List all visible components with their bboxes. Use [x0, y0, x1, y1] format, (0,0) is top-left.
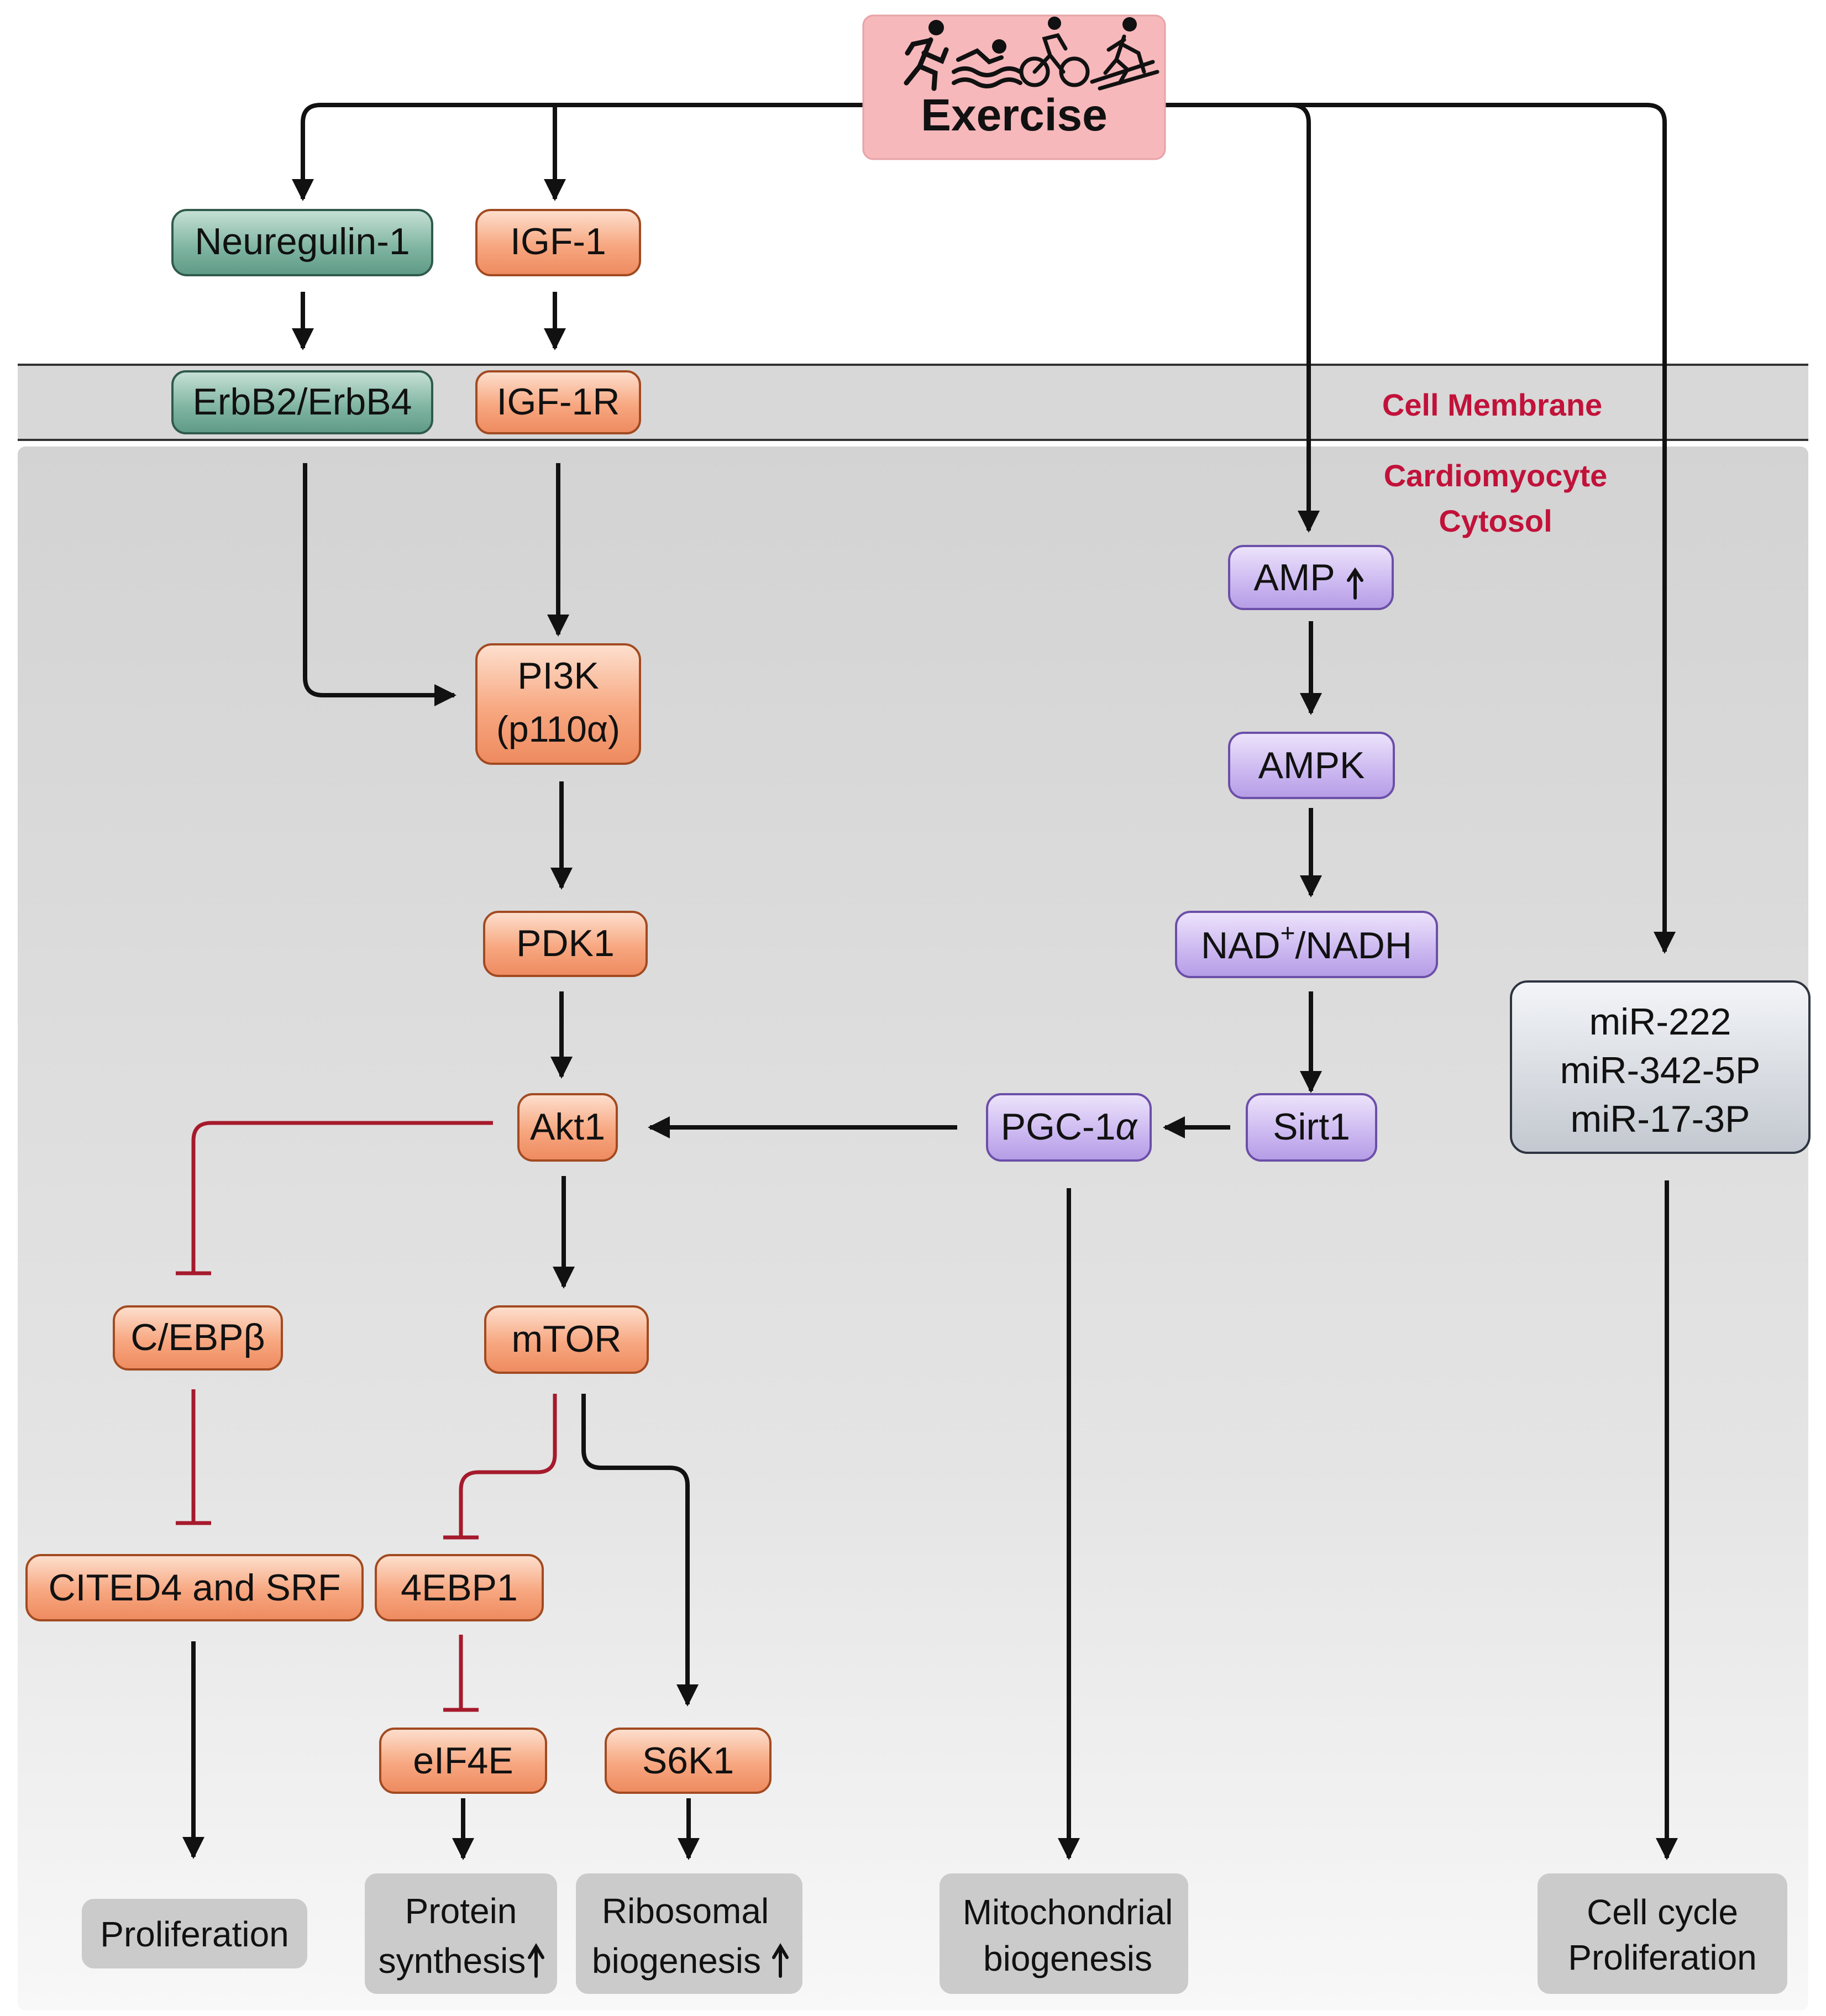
neuregulin-1-label: Neuregulin-1 — [195, 221, 410, 262]
node-igf-1r: IGF-1R — [475, 370, 641, 434]
up-arrow-icon — [1347, 567, 1363, 600]
node-mtor: mTOR — [484, 1305, 649, 1374]
exercise-box — [862, 14, 1166, 160]
node-sirt1: Sirt1 — [1246, 1093, 1377, 1162]
skiing-icon — [1090, 17, 1159, 91]
node-pgc-1a: PGC-1α — [986, 1093, 1152, 1162]
cited4-srf-label: CITED4 and SRF — [48, 1567, 340, 1609]
cytosol-label-line1: Cardiomyocyte — [1384, 458, 1608, 493]
mito-biogenesis-label: biogenesis — [983, 1939, 1152, 1978]
nad-prefix: NAD — [1201, 925, 1281, 967]
pgc-prefix: PGC-1 — [1001, 1106, 1116, 1148]
running-icon — [904, 20, 949, 91]
node-akt1: Akt1 — [517, 1093, 618, 1162]
inhibit-akt1-to-cebpb — [191, 1121, 493, 1273]
node-nad-nadh: NAD+/NADH — [1175, 911, 1438, 978]
pdk1-label: PDK1 — [516, 922, 615, 964]
node-neuregulin-1: Neuregulin-1 — [171, 209, 433, 276]
pi3k-subunit-label: (p110α) — [496, 708, 620, 749]
pgc-alpha: α — [1116, 1106, 1138, 1148]
node-eif4e: eIF4E — [379, 1728, 547, 1794]
akt1-label: Akt1 — [530, 1106, 605, 1148]
node-cebpb: C/EBPβ — [113, 1305, 283, 1371]
erbb2-erbb4-label: ErbB2/ErbB4 — [193, 381, 412, 423]
mtor-label: mTOR — [512, 1318, 622, 1360]
node-pdk1: PDK1 — [483, 911, 648, 977]
up-arrow-icon — [528, 1943, 544, 1978]
nad-suffix: /NADH — [1295, 925, 1412, 967]
biogenesis-label: biogenesis — [592, 1941, 761, 1981]
inhibit-mtor-to-4ebp1 — [459, 1394, 557, 1537]
outcome-mitochondrial-biogenesis: Mitochondrial biogenesis — [940, 1873, 1188, 1994]
node-amp: AMP — [1228, 545, 1394, 610]
node-pi3k: PI3K (p110α) — [475, 643, 641, 765]
mir-17-3p-label: miR-17-3P — [1571, 1098, 1750, 1140]
ampk-label: AMPK — [1258, 744, 1365, 786]
cell-membrane-label: Cell Membrane — [1382, 387, 1602, 422]
outcome-cell-cycle-proliferation: Cell cycle Proliferation — [1538, 1873, 1787, 1994]
cell-cycle-proliferation-label: Proliferation — [1568, 1938, 1757, 1977]
pgc-1a-label: PGC-1α — [1001, 1106, 1138, 1148]
ribosomal-label: Ribosomal — [602, 1891, 769, 1931]
cytosol-label-line2: Cytosol — [1439, 503, 1552, 538]
cell-cycle-label: Cell cycle — [1587, 1892, 1738, 1932]
outcome-ribosomal-biogenesis: Ribosomal biogenesis — [576, 1873, 802, 1994]
4ebp1-label: 4EBP1 — [401, 1567, 518, 1609]
igf-1-label: IGF-1 — [510, 221, 606, 262]
proliferation-label: Proliferation — [100, 1914, 289, 1954]
eif4e-label: eIF4E — [413, 1740, 513, 1782]
s6k1-label: S6K1 — [642, 1740, 734, 1782]
arrow-mtor-to-s6k1 — [581, 1394, 699, 1707]
mir-342-5p-label: miR-342-5P — [1560, 1049, 1761, 1091]
synthesis-label: synthesis — [379, 1941, 526, 1981]
nad-superscript: + — [1281, 918, 1295, 947]
sirt1-label: Sirt1 — [1273, 1106, 1350, 1148]
nad-nadh-label: NAD+/NADH — [1201, 918, 1412, 967]
pi3k-label: PI3K — [517, 655, 599, 697]
node-4ebp1: 4EBP1 — [375, 1554, 544, 1621]
cebpb-label: C/EBPβ — [130, 1316, 265, 1358]
protein-label: Protein — [405, 1891, 517, 1931]
node-igf-1: IGF-1 — [475, 209, 641, 276]
cycling-icon — [1019, 17, 1090, 87]
igf-1r-label: IGF-1R — [497, 381, 620, 423]
swimming-icon — [952, 39, 1022, 88]
arrow-exercise-to-mir — [1291, 103, 1676, 954]
node-s6k1: S6K1 — [605, 1728, 772, 1794]
exercise-label: Exercise — [921, 90, 1107, 140]
node-cited4-srf: CITED4 and SRF — [25, 1554, 364, 1621]
amp-label: AMP — [1253, 556, 1335, 599]
outcome-proliferation: Proliferation — [82, 1899, 307, 1968]
node-mirna: miR-222 miR-342-5P miR-17-3P — [1510, 980, 1811, 1154]
arrow-erbb-to-pi3k — [303, 463, 457, 706]
node-erbb2-erbb4: ErbB2/ErbB4 — [171, 370, 433, 434]
mir-222-label: miR-222 — [1589, 1001, 1731, 1043]
node-ampk: AMPK — [1228, 732, 1395, 799]
cytosol-region — [18, 447, 1808, 2010]
up-arrow-icon — [772, 1943, 789, 1978]
arrow-exercise-to-neuregulin — [292, 103, 863, 201]
activation-arrows — [182, 103, 1678, 1860]
exercise-node: Exercise — [862, 14, 1166, 160]
mitochondrial-label: Mitochondrial — [963, 1892, 1173, 1932]
outcome-protein-synthesis: Protein synthesis — [365, 1873, 557, 1994]
inhibition-lines — [176, 1121, 557, 1712]
